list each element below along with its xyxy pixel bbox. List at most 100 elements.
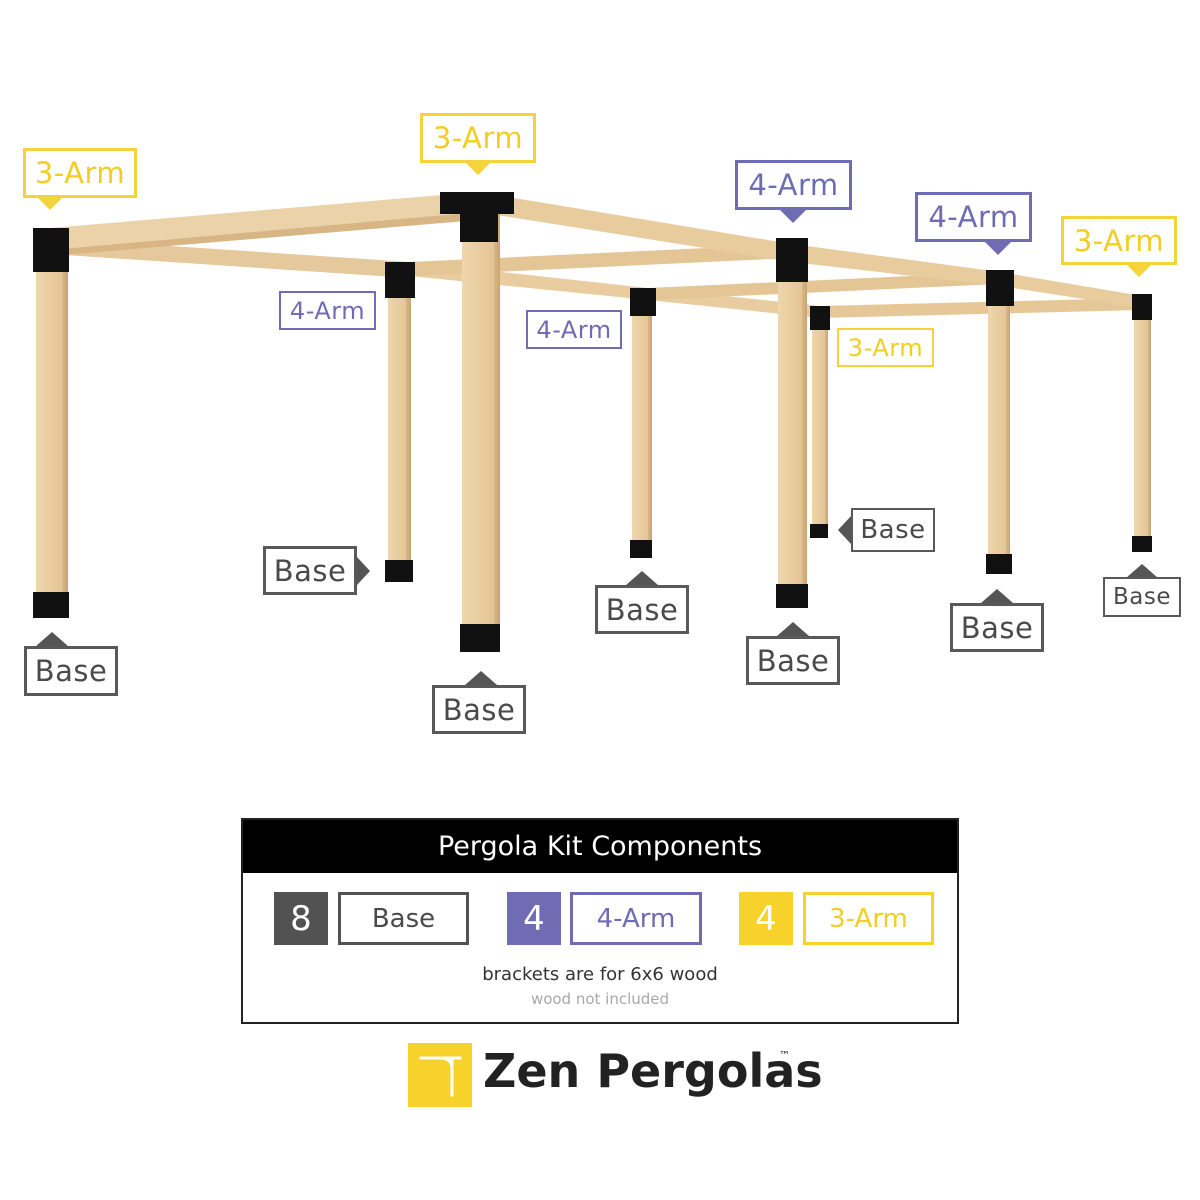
base-bracket xyxy=(33,592,69,618)
zen-pergolas-logo-icon xyxy=(408,1043,472,1107)
beam xyxy=(648,272,1000,300)
post xyxy=(62,238,68,598)
beam xyxy=(1000,272,1142,308)
callout-pointer xyxy=(984,241,1012,255)
three-arm-kit-label: 3-Arm xyxy=(803,892,934,945)
callout-base: Base xyxy=(263,546,357,595)
callout-base: Base xyxy=(24,646,118,696)
callout-pointer xyxy=(838,516,851,544)
base-bracket xyxy=(986,554,1012,574)
callout-4-arm: 4-Arm xyxy=(526,310,622,349)
kit-note: brackets are for 6x6 wood xyxy=(482,964,718,985)
callout-text: 4-Arm xyxy=(289,296,366,325)
callout-text: Base xyxy=(442,692,516,727)
kit-components-panel: Pergola Kit Components 8 Base 4 4-Arm 4 … xyxy=(241,818,959,1024)
callout-pointer xyxy=(36,632,68,646)
post xyxy=(1148,304,1151,542)
front-beams xyxy=(50,192,1142,308)
callout-base: Base xyxy=(851,508,935,552)
callout-4-arm: 4-Arm xyxy=(735,160,852,210)
post xyxy=(778,254,804,594)
three-arm-count-badge: 4 xyxy=(739,892,793,945)
base-count-badge: 8 xyxy=(274,892,328,945)
callout-text: 3-Arm xyxy=(847,333,924,362)
callout-text: 3-Arm xyxy=(432,121,524,155)
callout-pointer xyxy=(37,197,63,210)
trademark-symbol: ™ xyxy=(779,1049,790,1062)
four-arm-bracket xyxy=(986,270,1014,306)
top-brackets xyxy=(33,192,1152,330)
callout-text: 4-Arm xyxy=(928,200,1019,234)
brand-name: Zen Pergolas xyxy=(483,1044,823,1098)
bracket-mark-icon xyxy=(419,1056,462,1097)
callout-base: Base xyxy=(746,636,840,685)
callout-pointer xyxy=(981,589,1013,603)
callout-4-arm: 4-Arm xyxy=(279,291,376,330)
base-bracket xyxy=(1132,536,1152,552)
callout-3-arm: 3-Arm xyxy=(1061,216,1177,265)
callout-pointer xyxy=(1126,264,1152,277)
callout-text: Base xyxy=(273,553,347,588)
callout-4-arm: 4-Arm xyxy=(915,192,1032,242)
post xyxy=(1006,282,1010,562)
beam xyxy=(410,244,792,276)
three-arm-bracket xyxy=(1132,294,1152,320)
beam xyxy=(50,212,478,256)
base-brackets xyxy=(33,524,1152,652)
post xyxy=(802,254,807,594)
base-bracket xyxy=(630,540,652,558)
kit-subnote: wood not included xyxy=(530,990,670,1008)
three-arm-bracket xyxy=(460,192,498,242)
base-bracket xyxy=(776,584,808,608)
callout-pointer xyxy=(465,162,491,175)
post xyxy=(988,282,1008,562)
callout-base: Base xyxy=(1103,577,1181,617)
three-arm-bracket xyxy=(33,228,69,272)
callout-pointer xyxy=(777,622,809,636)
post xyxy=(406,270,411,570)
callout-text: Base xyxy=(1112,584,1171,610)
callout-pointer xyxy=(779,209,807,223)
callout-base: Base xyxy=(595,585,689,634)
callout-text: Base xyxy=(860,515,926,545)
callout-text: Base xyxy=(960,610,1034,645)
base-bracket xyxy=(460,624,500,652)
post xyxy=(812,314,826,526)
post xyxy=(494,210,500,630)
post xyxy=(825,314,828,526)
four-arm-count-badge: 4 xyxy=(507,892,561,945)
beam xyxy=(792,244,1000,286)
callout-text: 3-Arm xyxy=(1073,223,1165,258)
post xyxy=(1134,304,1149,542)
beam xyxy=(50,192,478,250)
kit-title: Pergola Kit Components xyxy=(243,820,957,873)
four-arm-bracket xyxy=(630,288,656,316)
callout-pointer xyxy=(465,671,497,685)
callout-pointer xyxy=(626,571,658,585)
callout-base: Base xyxy=(950,603,1044,652)
callout-3-arm: 3-Arm xyxy=(420,113,536,163)
callout-base: Base xyxy=(432,685,526,734)
callout-text: Base xyxy=(605,592,679,627)
callout-text: 4-Arm xyxy=(748,168,839,202)
post xyxy=(388,270,408,570)
post xyxy=(632,296,650,546)
base-bracket xyxy=(385,560,413,582)
four-arm-kit-label: 4-Arm xyxy=(570,892,702,945)
base-bracket xyxy=(810,524,828,538)
beam xyxy=(478,192,792,262)
callout-text: Base xyxy=(34,654,108,688)
four-arm-bracket xyxy=(385,262,415,298)
beam xyxy=(820,298,1142,318)
base-kit-label: Base xyxy=(338,892,469,945)
callout-pointer xyxy=(357,557,370,585)
callout-text: 4-Arm xyxy=(536,315,612,344)
callout-3-arm: 3-Arm xyxy=(837,328,934,367)
posts xyxy=(36,210,1151,630)
post xyxy=(36,238,64,598)
four-arm-bracket xyxy=(776,238,808,282)
callout-pointer xyxy=(1126,564,1158,578)
callout-text: 3-Arm xyxy=(34,156,126,190)
callout-3-arm: 3-Arm xyxy=(23,148,137,198)
